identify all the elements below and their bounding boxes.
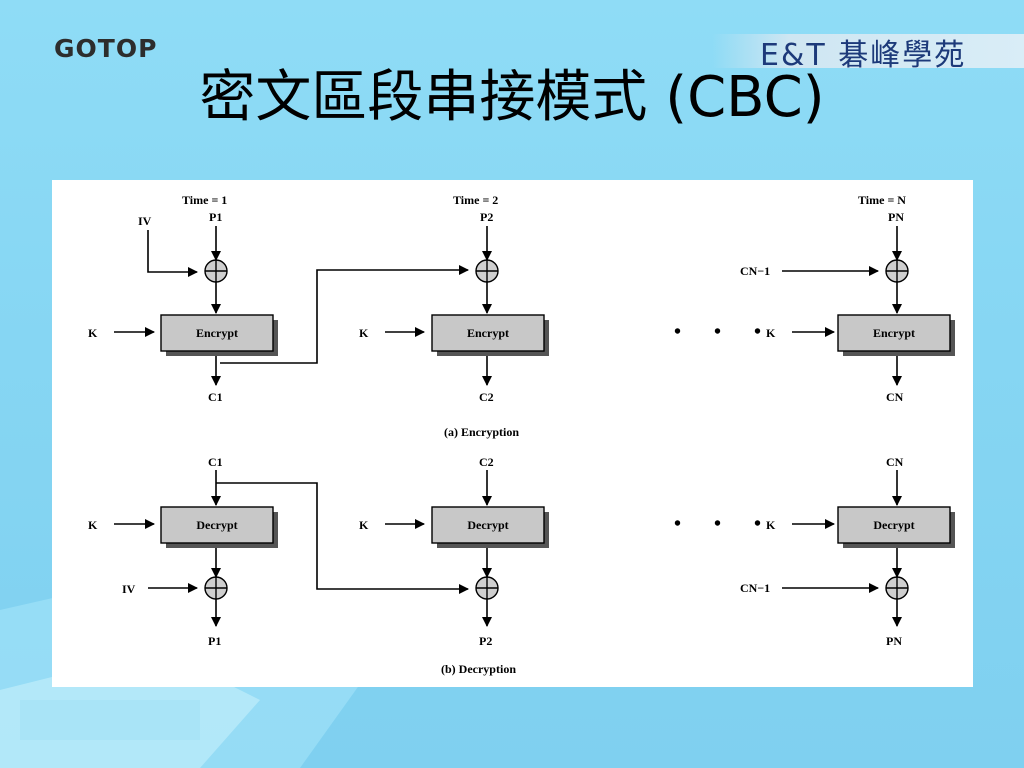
- plaintext-label-n: PN: [888, 210, 904, 224]
- encrypt-label: Encrypt: [873, 326, 915, 340]
- chain-input-label: CN−1: [740, 264, 770, 278]
- gotop-logo: GOTOP: [54, 34, 158, 63]
- chain-input-label: CN−1: [740, 581, 770, 595]
- xor-icon: [204, 259, 228, 283]
- time-label-2: Time = 2: [453, 193, 498, 207]
- decrypt-block-n: [837, 506, 951, 544]
- xor-icon: [885, 576, 909, 600]
- caption-encryption: (a) Encryption: [444, 425, 519, 439]
- xor-icon: [204, 576, 228, 600]
- plaintext-label-n: PN: [886, 634, 902, 648]
- iv-label: IV: [122, 582, 136, 596]
- ciphertext-label-2: C2: [479, 455, 494, 469]
- time-label-1: Time = 1: [182, 193, 227, 207]
- key-label: K: [359, 518, 369, 532]
- key-label: K: [766, 518, 776, 532]
- ciphertext-label-n: CN: [886, 455, 904, 469]
- decrypt-label: Decrypt: [873, 518, 914, 532]
- ciphertext-label-2: C2: [479, 390, 494, 404]
- encrypt-block-1: [160, 314, 274, 352]
- et-logo: E&T 碁峰學苑: [760, 38, 967, 73]
- slide-title: 密文區段串接模式 (CBC): [199, 65, 825, 130]
- decrypt-block-2: [431, 506, 545, 544]
- plaintext-label-1: P1: [209, 210, 222, 224]
- time-label-n: Time = N: [858, 193, 906, 207]
- plaintext-label-1: P1: [208, 634, 221, 648]
- xor-icon: [475, 259, 499, 283]
- encrypt-block-2: [431, 314, 545, 352]
- cbc-diagram-panel: Time = 1 Time = 2 Time = N P1 P2 PN IV K…: [52, 180, 973, 687]
- xor-icon: [885, 259, 909, 283]
- plaintext-label-2: P2: [479, 634, 492, 648]
- ciphertext-label-1: C1: [208, 390, 223, 404]
- decrypt-block-1: [160, 506, 274, 544]
- key-label: K: [88, 518, 98, 532]
- decrypt-label: Decrypt: [196, 518, 237, 532]
- key-label: K: [359, 326, 369, 340]
- key-label: K: [766, 326, 776, 340]
- ciphertext-label-n: CN: [886, 390, 904, 404]
- plaintext-label-2: P2: [480, 210, 493, 224]
- caption-decryption: (b) Decryption: [441, 662, 516, 676]
- cbc-diagram: Time = 1 Time = 2 Time = N P1 P2 PN IV K…: [88, 193, 955, 676]
- encrypt-label: Encrypt: [467, 326, 509, 340]
- encrypt-label: Encrypt: [196, 326, 238, 340]
- encrypt-block-n: [837, 314, 951, 352]
- key-label: K: [88, 326, 98, 340]
- ellipsis: • • •: [674, 321, 775, 343]
- decrypt-label: Decrypt: [467, 518, 508, 532]
- ellipsis: • • •: [674, 513, 775, 535]
- xor-icon: [475, 576, 499, 600]
- iv-label: IV: [138, 214, 152, 228]
- ciphertext-label-1: C1: [208, 455, 223, 469]
- brand-bar: [712, 34, 1024, 68]
